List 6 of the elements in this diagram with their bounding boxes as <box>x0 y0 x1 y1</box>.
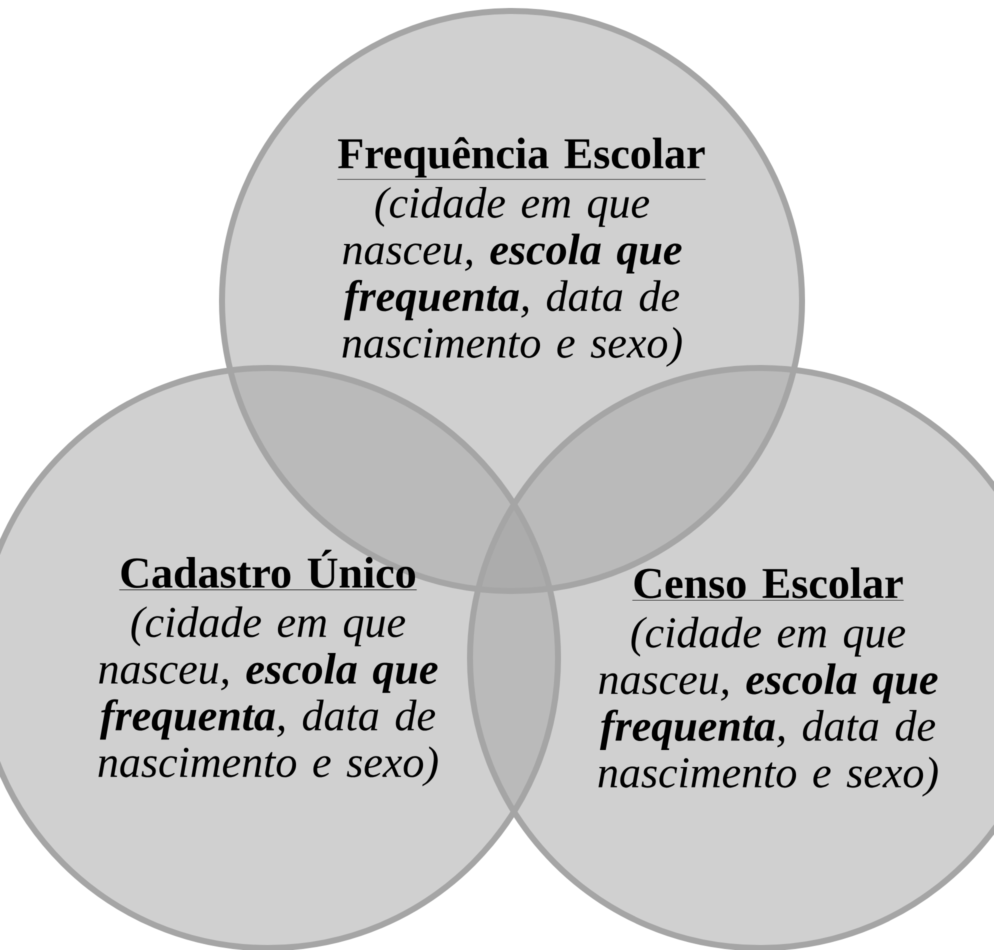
circle-description: (cidade em que nasceu, escola que frequenta, data de nascimento e sexo) <box>98 606 438 786</box>
circle-description: (cidade em que nasceu, escola que frequenta, data de nascimento e sexo) <box>598 616 938 797</box>
circle-description: (cidade em que nasceu, escola que frequenta, data de nascimento e sexo) <box>342 186 682 367</box>
circle-heading: Cadastro Único <box>119 550 417 590</box>
circle-heading: Frequência Escolar <box>337 137 706 180</box>
circle-heading: Censo Escolar <box>632 567 904 600</box>
